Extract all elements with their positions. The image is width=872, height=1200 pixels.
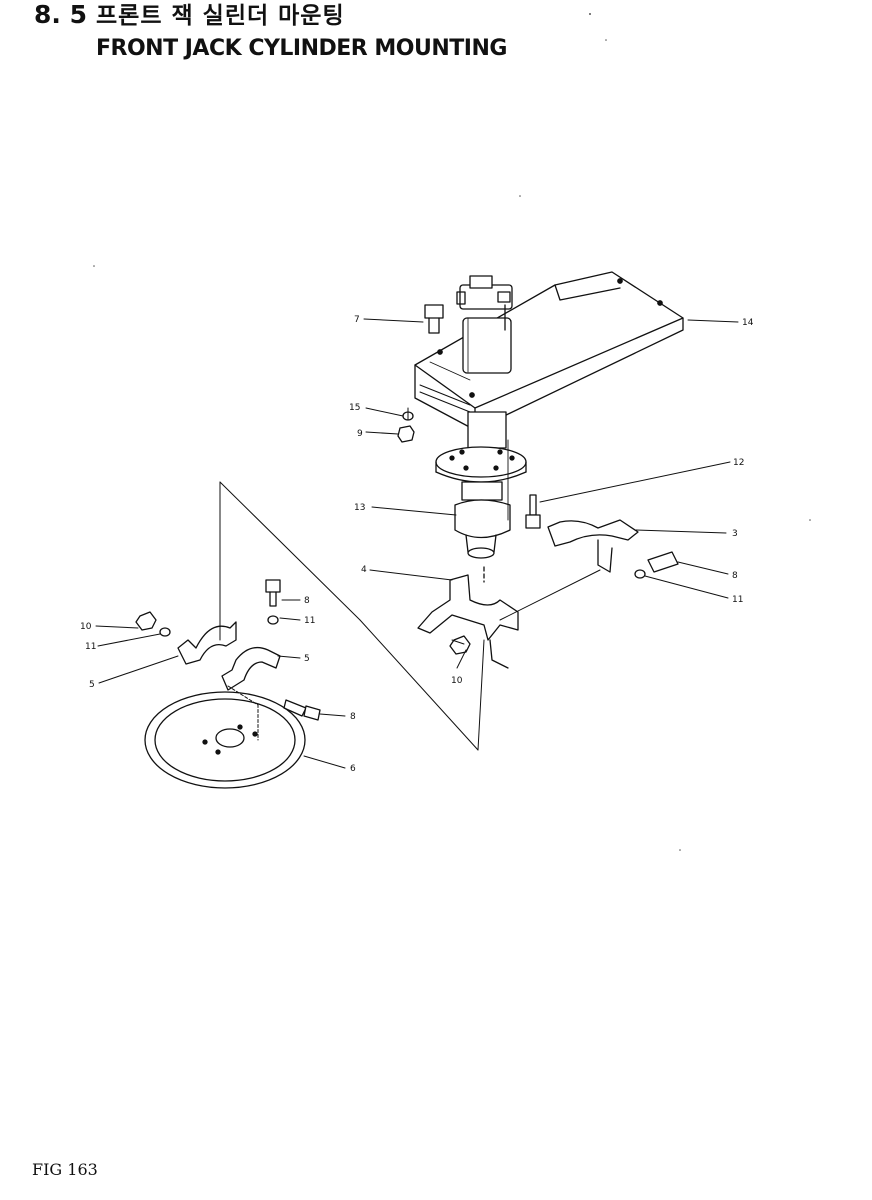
- title-english: FRONT JACK CYLINDER MOUNTING: [96, 36, 507, 61]
- mounting-disc-part-6: [144, 691, 306, 789]
- figure-label: FIG 163: [32, 1160, 98, 1179]
- callout-5-right: 5: [304, 654, 310, 664]
- callout-8-right: 8: [732, 571, 738, 581]
- callout-6: 6: [350, 764, 356, 774]
- callout-12: 12: [733, 458, 744, 468]
- clamp-part-5-right: [221, 646, 281, 691]
- callout-labels: 7 14 15 9 12 13 3 4 8 11 10 10 11 8 11 5…: [80, 315, 754, 774]
- bolt-part-12: [525, 494, 541, 529]
- washer-part-11-left-top: [267, 615, 279, 625]
- bolt-part-8-left-bottom: [283, 699, 321, 721]
- bolt-part-7: [424, 304, 444, 334]
- callout-11-left: 11: [85, 642, 96, 652]
- bracket-part-4: [417, 574, 519, 669]
- nut-part-9: [397, 425, 415, 443]
- clamp-part-3: [547, 519, 639, 573]
- callout-14: 14: [742, 318, 754, 328]
- callout-13: 13: [354, 503, 365, 513]
- callout-10-left: 10: [80, 622, 92, 632]
- section-heading: 8. 5 프론트 잭 실린더 마운팅 FRONT JACK CYLINDER MO…: [34, 2, 507, 60]
- scan-specks: [93, 13, 811, 851]
- washer-part-11-right: [634, 569, 646, 579]
- callout-7: 7: [354, 315, 360, 325]
- callout-4: 4: [361, 565, 367, 575]
- jack-cylinder-part-13: [435, 275, 527, 583]
- heading-korean-row: 8. 5 프론트 잭 실린더 마운팅: [34, 2, 507, 28]
- washer-part-11-left: [159, 627, 171, 637]
- nut-part-10-left: [135, 611, 157, 631]
- callout-5-left: 5: [89, 680, 95, 690]
- callout-15: 15: [349, 403, 360, 413]
- callout-11-right: 11: [732, 595, 743, 605]
- bolt-part-8-right: [647, 551, 679, 573]
- callout-8-left-top: 8: [304, 596, 310, 606]
- callout-11-left-top: 11: [304, 616, 315, 626]
- callout-10-center: 10: [451, 676, 463, 686]
- nut-part-10-center: [449, 635, 471, 655]
- bolt-part-8-left-top: [265, 579, 281, 607]
- section-number: 8. 5: [34, 0, 87, 29]
- callout-8-left-bottom: 8: [350, 712, 356, 722]
- callout-3: 3: [732, 529, 738, 539]
- leader-lines: [95, 318, 739, 769]
- title-korean: 프론트 잭 실린더 마운팅: [96, 3, 345, 29]
- callout-9: 9: [357, 429, 363, 439]
- clamp-part-5-left: [177, 621, 237, 665]
- mounting-plate-part-14: [414, 271, 684, 431]
- assembly-guide-lines: [219, 407, 601, 751]
